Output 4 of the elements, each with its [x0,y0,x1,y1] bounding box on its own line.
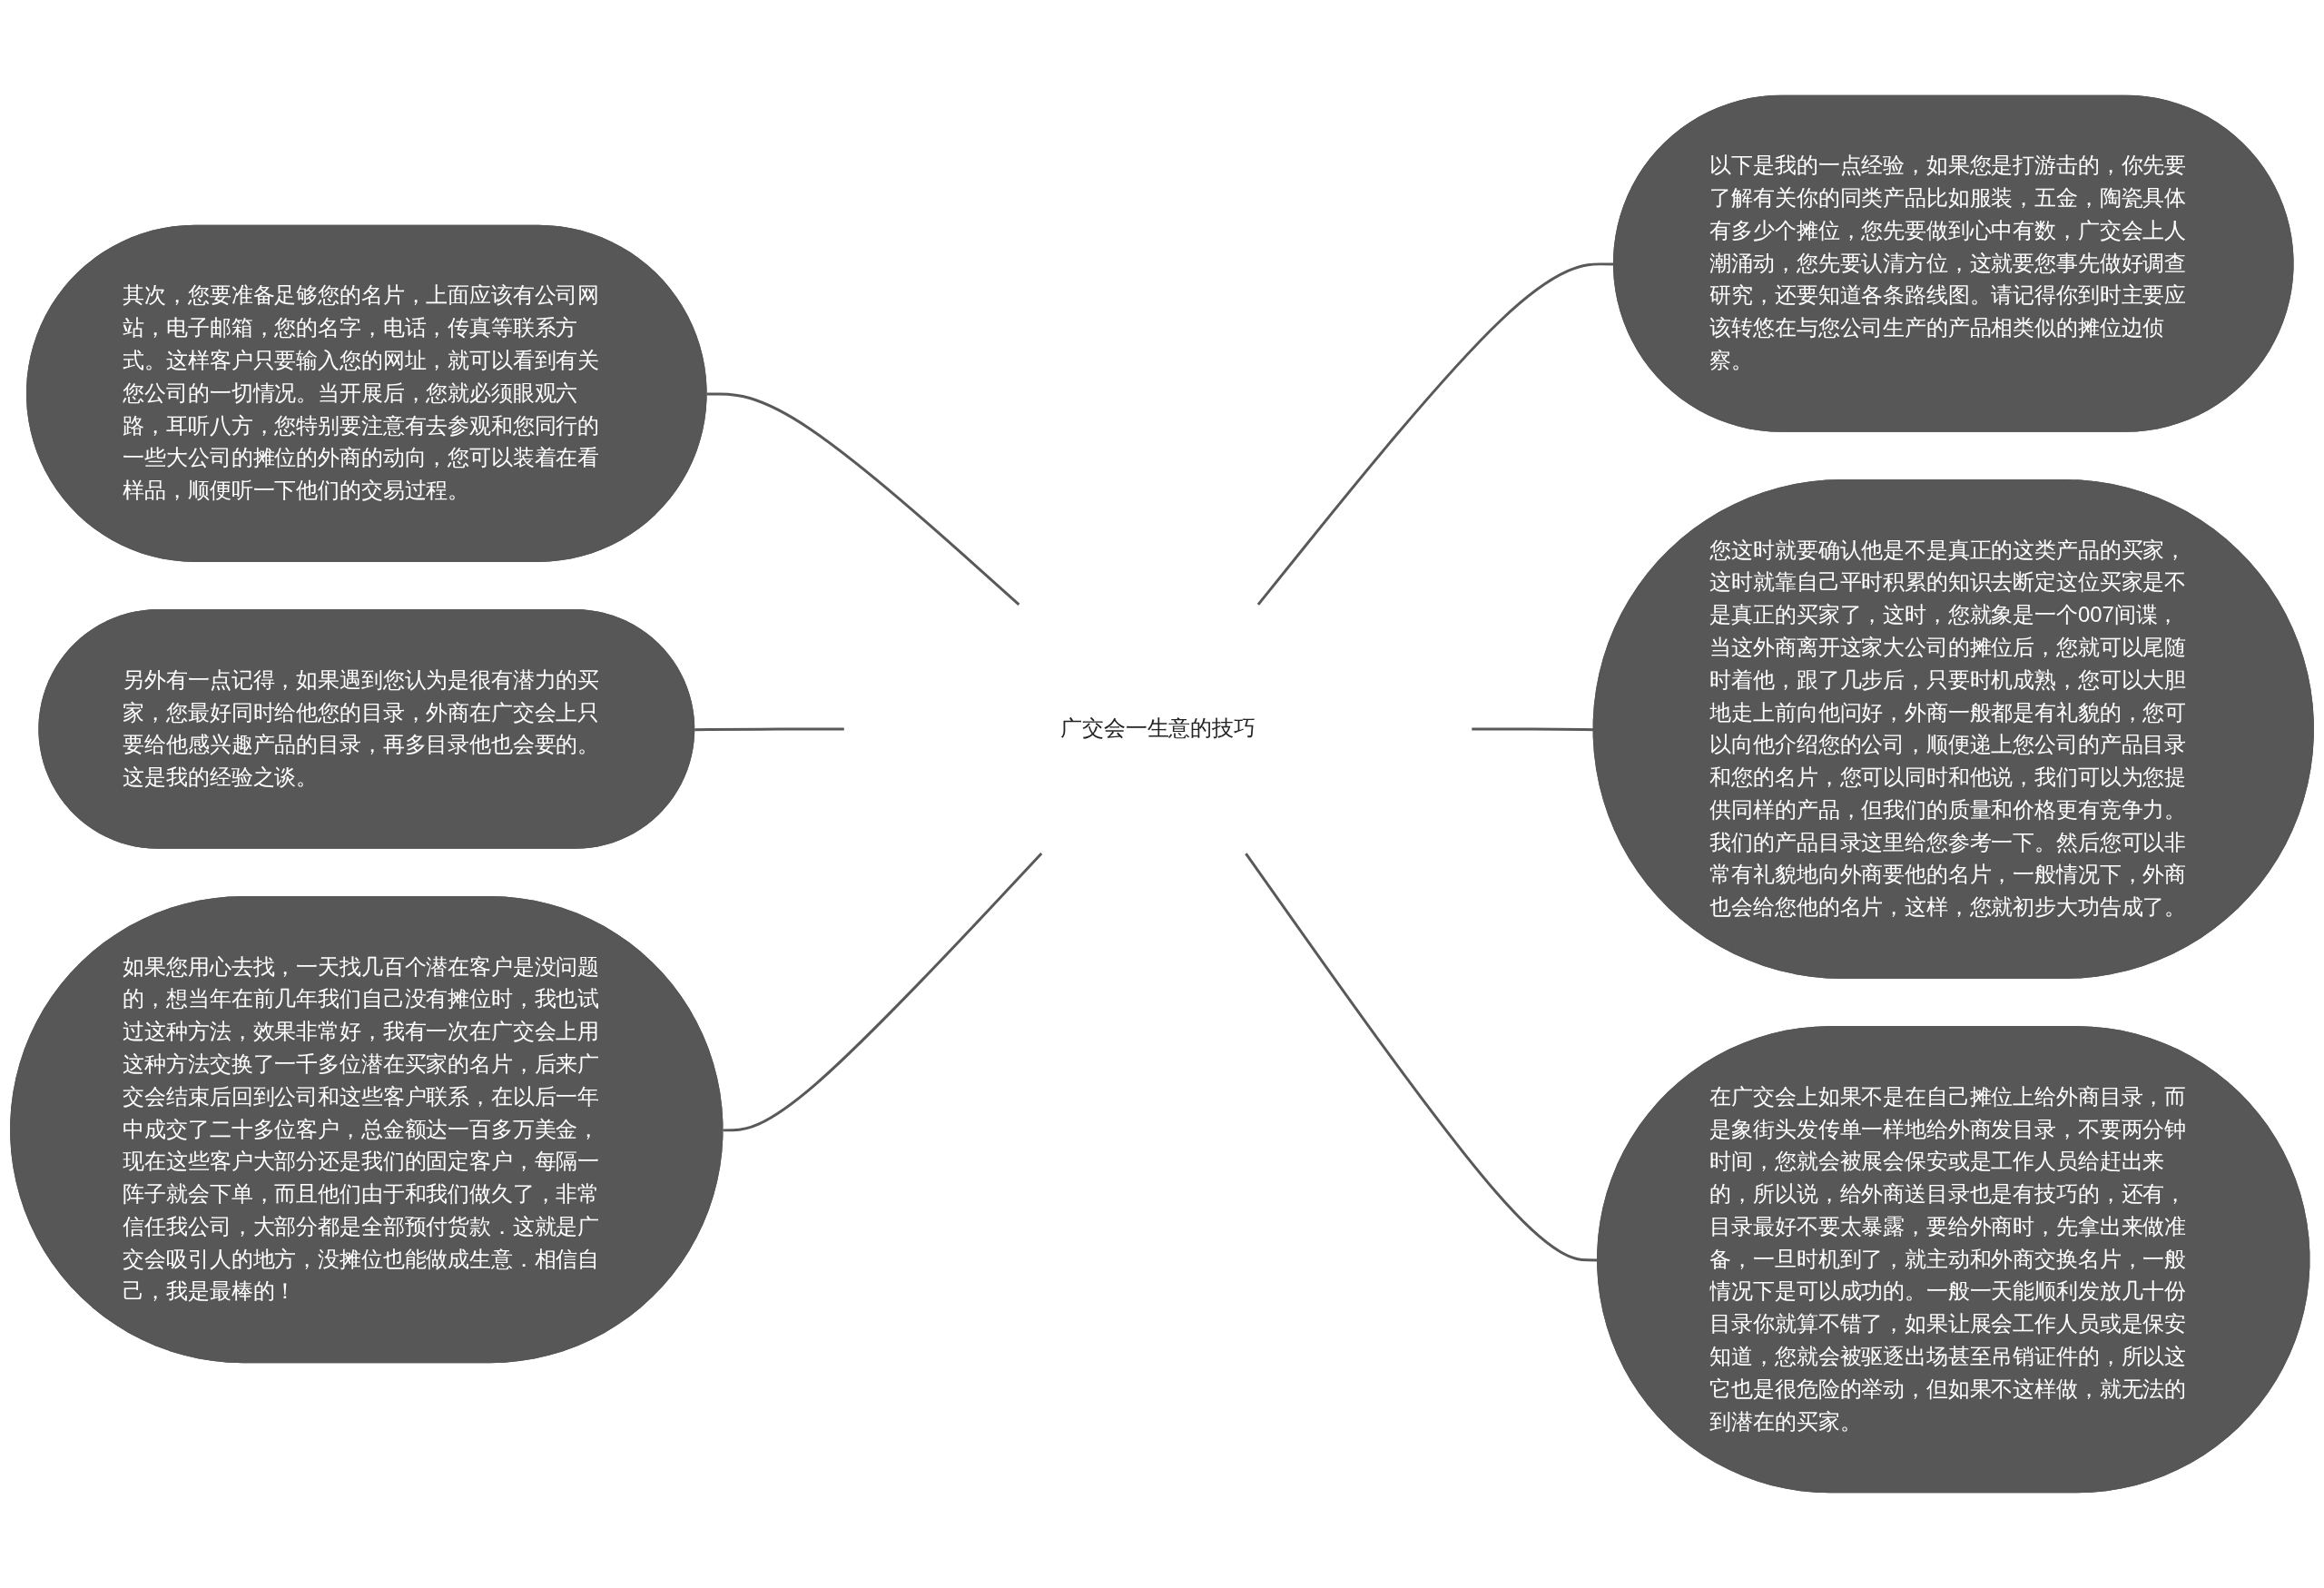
node-text: 广交会一生意的技巧 [1060,716,1256,740]
connector [706,392,1020,606]
connector [723,853,1043,1132]
connector [694,727,844,732]
